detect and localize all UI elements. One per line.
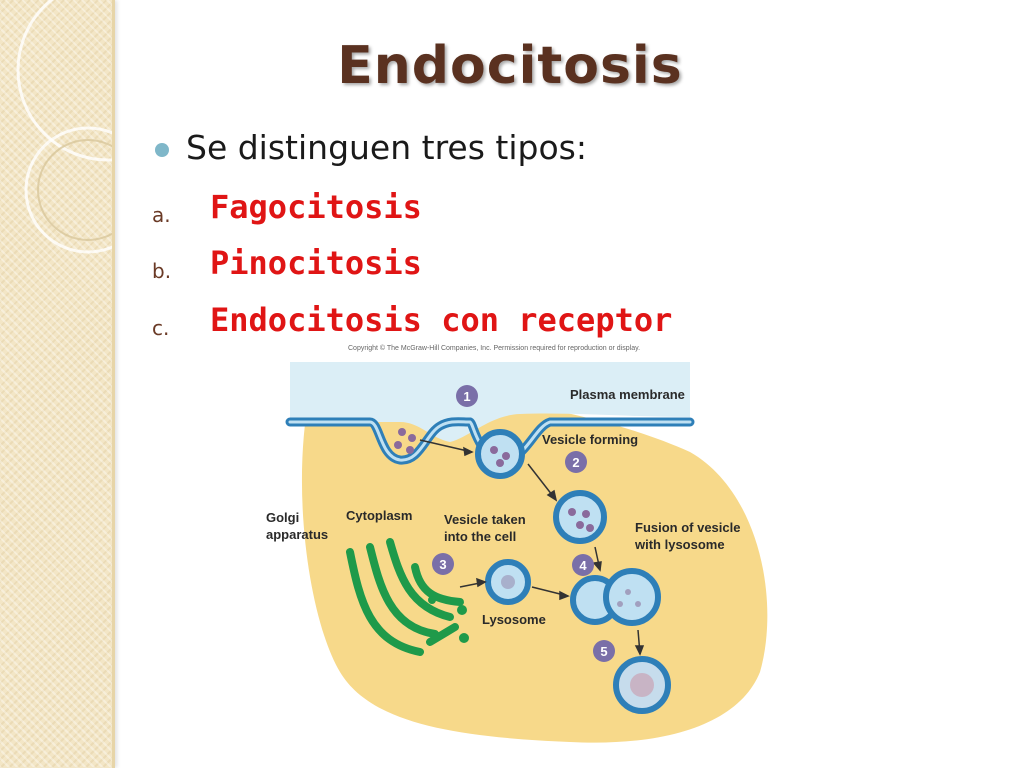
extracellular-region xyxy=(290,362,690,442)
list-item-endocitosis-receptor: Endocitosis con receptor xyxy=(210,301,673,339)
fusing-lysosome xyxy=(603,568,661,626)
intro-text: Se distinguen tres tipos: xyxy=(186,128,587,167)
extracellular-particles xyxy=(394,428,416,454)
label-plasma-membrane: Plasma membrane xyxy=(570,387,685,402)
figure-copyright: Copyright © The McGraw-Hill Companies, I… xyxy=(348,344,640,352)
list-marker-b: b. xyxy=(152,259,172,283)
vesicle-forming xyxy=(475,429,525,479)
list-marker-a: a. xyxy=(152,203,171,227)
step-3-badge: 3 xyxy=(439,557,446,572)
step-1-badge: 1 xyxy=(463,389,470,404)
label-fusion-line2: with lysosome xyxy=(634,537,725,552)
process-arrows xyxy=(419,439,645,656)
decorative-side-band xyxy=(0,0,115,768)
golgi-apparatus xyxy=(346,538,464,656)
decorative-rings xyxy=(16,0,112,254)
label-cytoplasm: Cytoplasm xyxy=(346,508,412,523)
label-vesicle-taken-line2: into the cell xyxy=(444,529,516,544)
label-vesicle-taken-line1: Vesicle taken xyxy=(444,512,526,527)
vesicle-internalized xyxy=(553,490,607,544)
slide-title: Endocitosis xyxy=(337,36,683,96)
label-golgi-line1: Golgi xyxy=(266,510,299,525)
list-item-pinocitosis: Pinocitosis xyxy=(210,244,422,282)
step-4-badge: 4 xyxy=(579,558,587,573)
step-badges: 1 2 3 4 5 xyxy=(432,385,615,662)
list-item-fagocitosis: Fagocitosis xyxy=(210,188,422,226)
bullet-icon xyxy=(155,143,169,157)
endocytosis-diagram: Copyright © The McGraw-Hill Companies, I… xyxy=(266,344,768,743)
label-vesicle-forming: Vesicle forming xyxy=(542,432,638,447)
label-fusion-line1: Fusion of vesicle xyxy=(635,520,740,535)
step-5-badge: 5 xyxy=(600,644,607,659)
label-golgi-line2: apparatus xyxy=(266,527,328,542)
label-lysosome: Lysosome xyxy=(482,612,546,627)
step-2-badge: 2 xyxy=(572,455,579,470)
list-marker-c: c. xyxy=(152,316,170,340)
